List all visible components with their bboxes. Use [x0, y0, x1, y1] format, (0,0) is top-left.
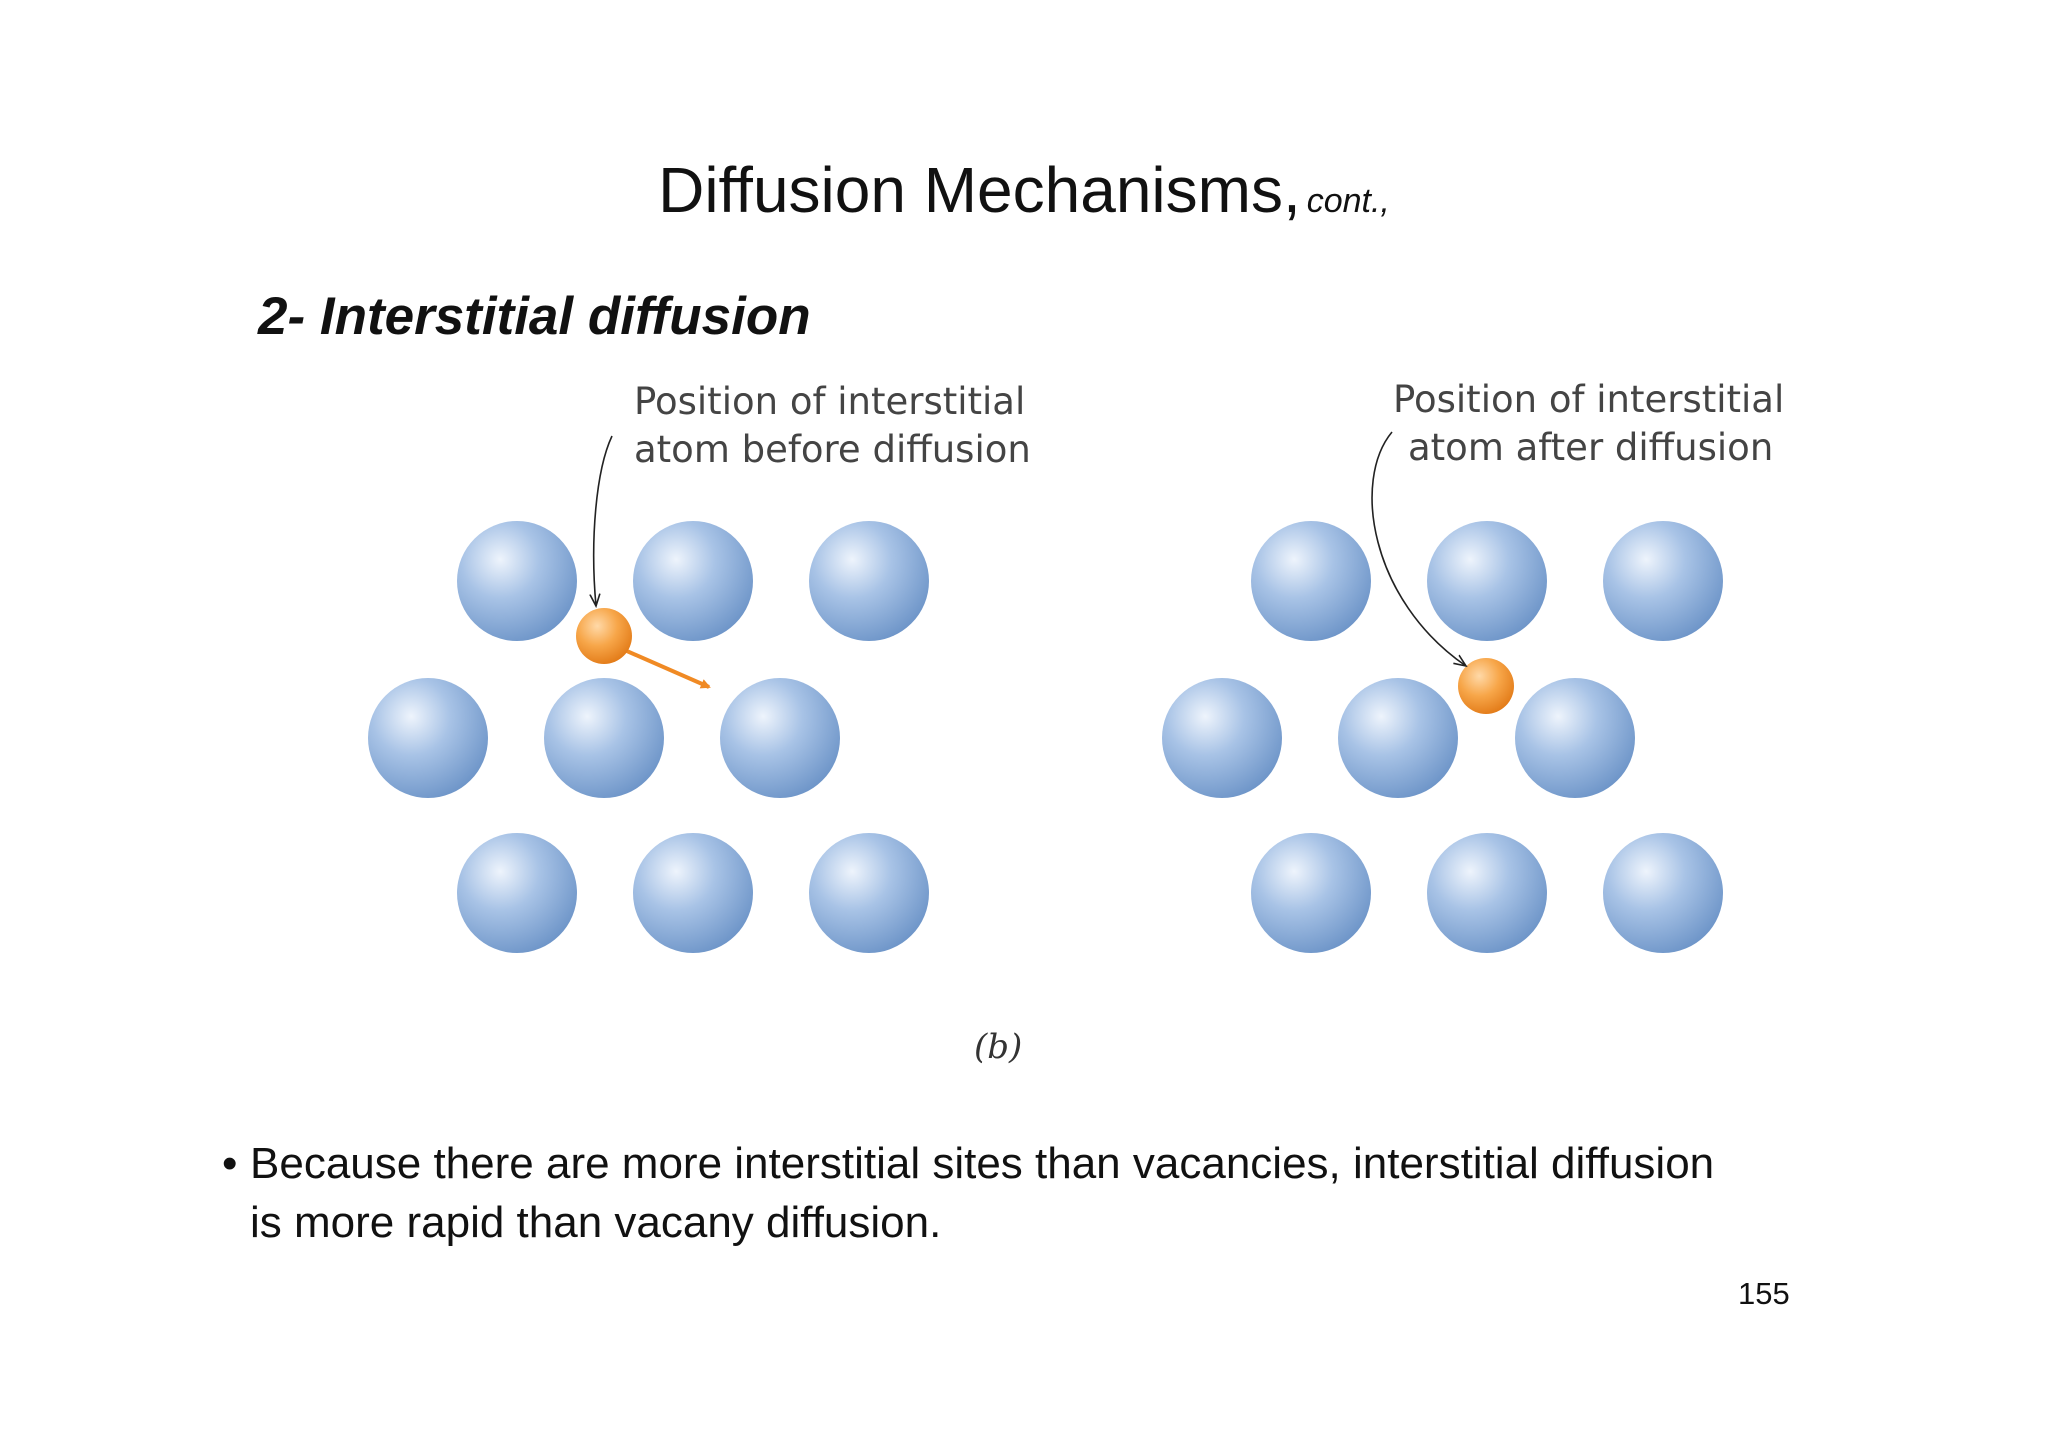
- host-atom: [1603, 521, 1723, 641]
- lattice-after: Position of interstitial atom after diff…: [1162, 378, 1784, 953]
- bullet-text: Because there are more interstitial site…: [250, 1139, 1715, 1247]
- leader-arrow-after: [1371, 431, 1466, 666]
- section-heading: 2- Interstitial diffusion: [258, 287, 811, 346]
- slide-title: Diffusion Mechanisms,cont.,: [0, 152, 2048, 239]
- host-atom: [544, 678, 664, 798]
- label-after-line2: atom after diffusion: [1408, 426, 1773, 469]
- interstitial-atom: [576, 608, 632, 664]
- page-number: 155: [1738, 1276, 1790, 1311]
- title-suffix: cont.,: [1306, 182, 1390, 220]
- leader-arrow-before: [594, 435, 613, 606]
- host-atom: [1162, 678, 1282, 798]
- host-atom: [633, 521, 753, 641]
- label-after-line1: Position of interstitial: [1393, 378, 1784, 421]
- label-before-line2: atom before diffusion: [634, 428, 1031, 471]
- host-atom: [457, 521, 577, 641]
- host-atom: [809, 833, 929, 953]
- bullet-marker: •: [222, 1139, 238, 1188]
- host-atom: [1251, 521, 1371, 641]
- host-atom: [1515, 678, 1635, 798]
- title-text: Diffusion Mechanisms,: [658, 154, 1301, 226]
- host-atom: [1603, 833, 1723, 953]
- diffusion-direction-arrow: [619, 646, 711, 689]
- host-atom: [809, 521, 929, 641]
- host-atom: [633, 833, 753, 953]
- label-before-line1: Position of interstitial: [634, 380, 1025, 423]
- host-atom: [1427, 833, 1547, 953]
- figure-caption: (b): [974, 1027, 1022, 1067]
- host-atom: [1338, 678, 1458, 798]
- host-atom: [1427, 521, 1547, 641]
- host-atom: [457, 833, 577, 953]
- bullet-point: • Because there are more interstitial si…: [222, 1134, 1742, 1252]
- interstitial-atom: [1458, 658, 1514, 714]
- host-atom: [720, 678, 840, 798]
- lattice-before: Position of interstitial atom before dif…: [368, 380, 1031, 953]
- host-atom: [368, 678, 488, 798]
- host-atom: [1251, 833, 1371, 953]
